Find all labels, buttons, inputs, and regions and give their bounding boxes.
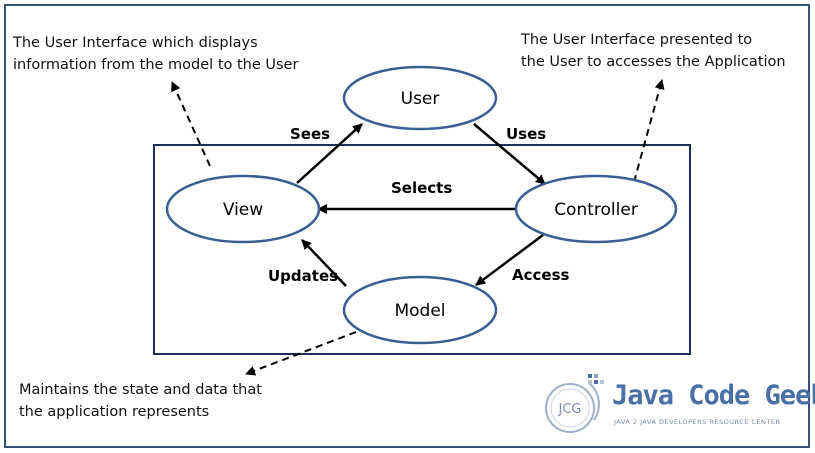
user-label: User xyxy=(401,89,440,109)
outer-frame xyxy=(4,4,810,448)
arrow-controller-to-model xyxy=(475,233,544,287)
uses-label: Uses xyxy=(506,125,546,143)
selects-label: Selects xyxy=(391,179,452,197)
model-label: Model xyxy=(394,301,445,321)
view-note-line2: information from the model to the User xyxy=(13,57,299,73)
dashed-arrow-model-note xyxy=(245,331,357,376)
view-node xyxy=(165,174,321,244)
controller-note-line1: The User Interface presented to xyxy=(521,32,753,48)
model-node xyxy=(342,275,498,345)
user-node xyxy=(342,65,498,131)
arrow-view-to-user xyxy=(296,123,363,184)
jcg-emblem-icon: JCG xyxy=(545,374,604,433)
updates-label: Updates xyxy=(268,267,338,285)
system-boundary-box xyxy=(153,144,691,355)
sees-label: Sees xyxy=(290,125,330,143)
model-note-line1: Maintains the state and data that xyxy=(19,382,262,398)
logo-tagline: JAVA 2 JAVA DEVELOPERS RESOURCE CENTER xyxy=(614,418,781,426)
controller-label: Controller xyxy=(554,200,638,220)
java-code-geeks-logo: JCG Java Code Geeks JAVA 2 JAVA DEVELOPE… xyxy=(540,372,815,438)
dashed-arrow-view-note xyxy=(171,81,211,167)
model-note: Maintains the state and data that the ap… xyxy=(19,379,262,423)
view-label: View xyxy=(223,200,263,220)
access-label: Access xyxy=(512,266,569,284)
controller-note-line2: the User to accesses the Application xyxy=(521,54,786,70)
controller-note: The User Interface presented to the User… xyxy=(521,29,786,73)
logo-brand-text: Java Code Geeks xyxy=(612,380,815,411)
controller-node xyxy=(514,174,678,244)
view-note: The User Interface which displays inform… xyxy=(13,32,298,76)
arrow-user-to-controller xyxy=(473,123,546,185)
arrow-model-to-view xyxy=(301,239,347,287)
model-note-line2: the application represents xyxy=(19,404,210,420)
view-note-line1: The User Interface which displays xyxy=(13,35,258,51)
svg-text:JCG: JCG xyxy=(558,402,582,417)
dashed-arrow-controller-note xyxy=(633,79,665,183)
